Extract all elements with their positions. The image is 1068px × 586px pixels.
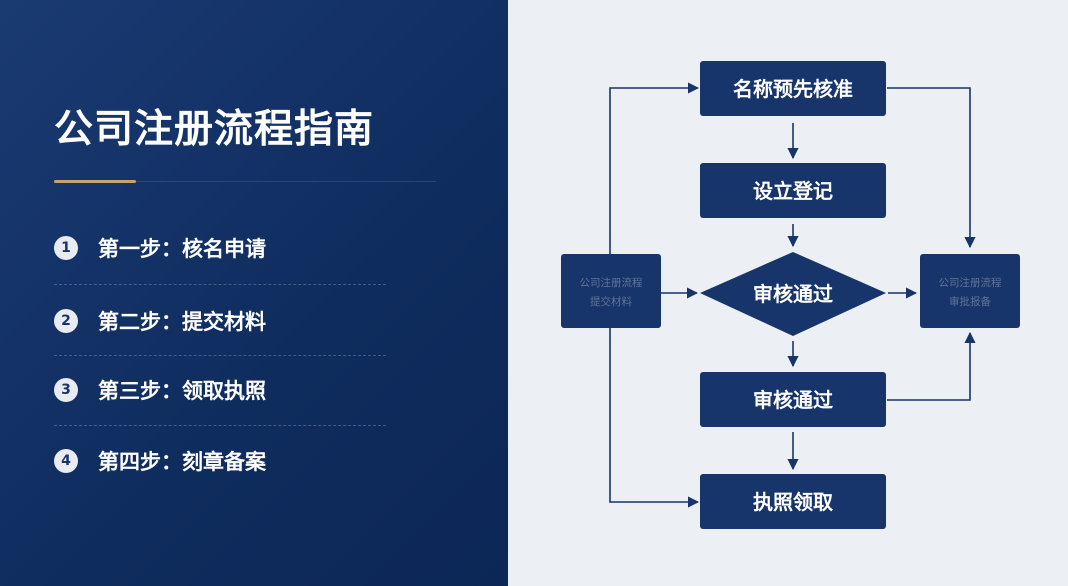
loop-left-to-license [609, 328, 700, 508]
left-panel: 公司注册流程指南 1 第一步：核名申请 2 第二步：提交材料 3 第三步：领取执… [0, 0, 508, 586]
node-side-left [561, 254, 661, 328]
step-item-3: 3 第三步：领取执照 [54, 373, 384, 407]
step-label: 第一步：核名申请 [98, 237, 266, 261]
node-decision-diamond [700, 252, 886, 336]
node-side-left-line-1: 公司注册流程 [580, 276, 643, 289]
step-label: 第二步：提交材料 [98, 310, 266, 334]
step-divider [54, 284, 386, 285]
node-side-right-line-2: 审批报备 [949, 295, 991, 308]
step-number-badge: 2 [54, 309, 78, 333]
step-divider [54, 425, 386, 426]
flowchart-panel: 名称预先核准 设立登记 审核通过 审核通过 执照领取 公司注册流程 提交材料 公… [508, 0, 1068, 586]
node-review-label: 审核通过 [753, 388, 833, 412]
node-side-right [920, 254, 1020, 328]
loop-left-to-top [609, 82, 700, 254]
step-number-badge: 3 [54, 378, 78, 402]
node-register-label: 设立登记 [753, 179, 833, 203]
node-license-label: 执照领取 [753, 490, 833, 514]
node-license [700, 474, 886, 529]
step-label: 第三步：领取执照 [98, 379, 266, 403]
step-item-4: 4 第四步：刻章备案 [54, 444, 384, 478]
flowchart: 名称预先核准 设立登记 审核通过 审核通过 执照领取 公司注册流程 提交材料 公… [561, 61, 1020, 529]
loop-review-to-rightbox [887, 331, 976, 401]
node-review [700, 372, 886, 427]
node-name-check [700, 61, 886, 116]
step-label: 第四步：刻章备案 [98, 450, 266, 474]
step-number-badge: 4 [54, 449, 78, 473]
node-side-left-line-2: 提交材料 [590, 295, 632, 308]
node-register [700, 163, 886, 218]
title-rule [136, 181, 436, 182]
node-name-check-label: 名称预先核准 [733, 77, 853, 101]
loop-top-to-rightbox [887, 87, 976, 249]
node-side-right-line-1: 公司注册流程 [939, 276, 1002, 289]
step-number-badge: 1 [54, 236, 78, 260]
node-decision-label: 审核通过 [753, 282, 833, 306]
step-item-1: 1 第一步：核名申请 [54, 231, 384, 265]
step-item-2: 2 第二步：提交材料 [54, 304, 384, 338]
step-divider [54, 355, 386, 356]
title-accent-line [54, 180, 136, 183]
page-title: 公司注册流程指南 [54, 107, 375, 152]
